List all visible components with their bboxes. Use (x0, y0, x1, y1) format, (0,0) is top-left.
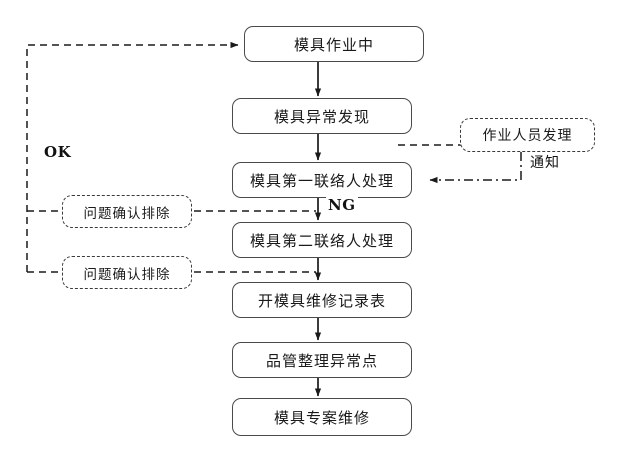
node-label: 开模具维修记录表 (257, 291, 386, 310)
node-label: 模具第一联络人处理 (249, 171, 394, 190)
node-problem-confirmed-resolved-upper[interactable]: 问题确认排除 (62, 195, 192, 228)
node-label: 模具专案维修 (273, 408, 370, 427)
connector-ok-loop (26, 41, 239, 272)
node-label: 模具异常发现 (273, 107, 370, 126)
node-operator-handling[interactable]: 作业人员发理 (460, 118, 595, 152)
node-label: 问题确认排除 (83, 266, 171, 283)
node-second-contact-handling[interactable]: 模具第二联络人处理 (232, 222, 412, 258)
node-problem-confirmed-resolved-lower[interactable]: 问题确认排除 (62, 256, 192, 289)
node-label: 作业人员发理 (482, 128, 573, 144)
node-open-repair-record[interactable]: 开模具维修记录表 (232, 282, 412, 318)
node-first-contact-handling[interactable]: 模具第一联络人处理 (232, 162, 412, 198)
edge-label-ok: OK (42, 143, 74, 161)
node-label: 问题确认排除 (83, 205, 171, 222)
node-label: 模具第二联络人处理 (249, 231, 394, 250)
node-mold-operating[interactable]: 模具作业中 (244, 26, 424, 62)
node-qc-collect-abnormal-points[interactable]: 品管整理异常点 (232, 342, 412, 378)
edge-label-ng: NG (326, 196, 358, 214)
node-label: 品管整理异常点 (265, 351, 378, 370)
node-mold-special-repair[interactable]: 模具专案维修 (232, 398, 412, 436)
node-label: 模具作业中 (293, 35, 374, 54)
connector-notify-path (429, 152, 522, 184)
edge-label-notify: 通知 (528, 152, 562, 172)
node-abnormality-found[interactable]: 模具异常发现 (232, 98, 412, 134)
